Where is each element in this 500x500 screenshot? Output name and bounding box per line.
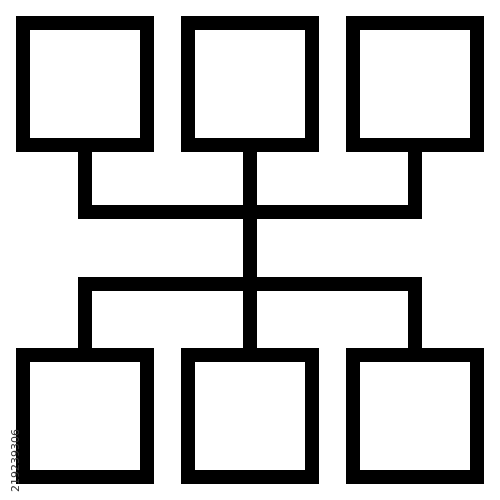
top-left-node bbox=[16, 16, 154, 152]
bottom-center-node bbox=[181, 348, 319, 484]
top-right-node bbox=[346, 16, 484, 152]
bottom-left-node bbox=[16, 348, 154, 484]
stock-id-text: 219239306 bbox=[9, 429, 22, 492]
bottom-right-node bbox=[346, 348, 484, 484]
top-center-node bbox=[181, 16, 319, 152]
lower-connector bbox=[78, 277, 422, 348]
stock-id-watermark: 219239306 bbox=[0, 330, 22, 492]
upper-connector bbox=[78, 152, 422, 219]
